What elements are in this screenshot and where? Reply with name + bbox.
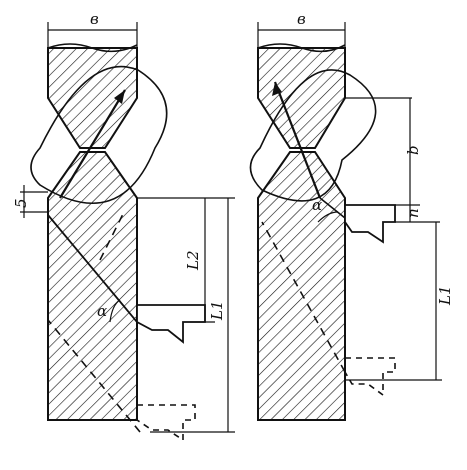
- left-label-L2: L2: [184, 250, 202, 271]
- right-label-L1: L1: [436, 285, 454, 306]
- left-beam-solid: [47, 214, 138, 323]
- left-width-label: в: [90, 10, 99, 28]
- right-width-label: в: [297, 10, 306, 28]
- right-label-alpha: α: [312, 196, 322, 214]
- right-beam-dashed: [261, 221, 346, 373]
- left-label-L1: L1: [208, 300, 226, 321]
- left-label-alpha: α: [97, 302, 107, 320]
- right-label-n: n: [404, 208, 422, 218]
- right-weld-panel: [249, 22, 442, 421]
- left-wavy-top: [47, 43, 138, 53]
- right-lower-plate: [257, 151, 346, 421]
- right-probe: [344, 204, 396, 244]
- left-beam-arrow: [59, 89, 126, 199]
- left-label-5: 5: [12, 198, 30, 208]
- right-label-b: b: [404, 145, 422, 155]
- left-beam-dashed: [47, 319, 141, 433]
- left-probe: [136, 304, 206, 344]
- left-probe-dashed: [136, 404, 196, 442]
- left-lower-plate: [47, 151, 138, 421]
- right-beam-arrow: [273, 81, 322, 199]
- left-weld-panel: [20, 22, 235, 442]
- right-probe-dashed: [344, 357, 396, 397]
